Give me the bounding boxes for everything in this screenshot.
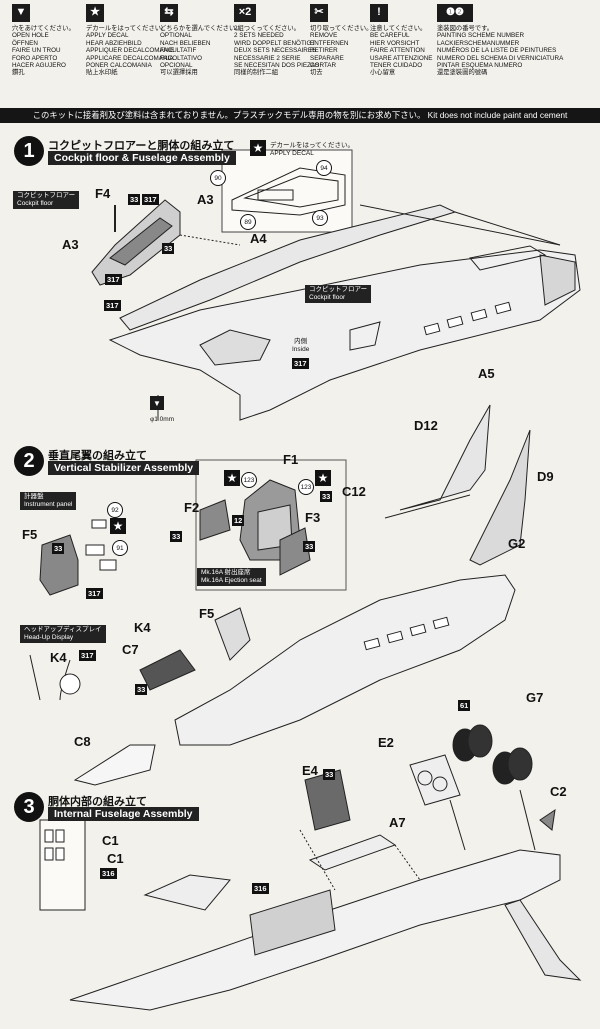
part-label-f4: F4 xyxy=(95,186,111,201)
decal-star-icon: ★ xyxy=(250,140,266,156)
paint-badge: 317 xyxy=(79,650,96,661)
instrument-panel-part xyxy=(39,534,79,596)
decal-number: 91 xyxy=(112,540,128,556)
ejection-seat-tag: Mk.16A 射出座席 Mk.16A Ejection seat xyxy=(197,568,266,586)
part-label-a5: A5 xyxy=(478,366,495,381)
step-title-jp: 胴体内部の組み立て xyxy=(48,796,147,808)
part-label-a4: A4 xyxy=(250,231,267,246)
drill-size: φ1.0mm xyxy=(150,416,175,423)
part-label-e4: E4 xyxy=(302,763,318,778)
symbol-legend: ▼ 穴をあけてください。 OPEN HOLE ÖFFNEN FAIRE UN T… xyxy=(0,0,600,108)
part-label-e2: E2 xyxy=(378,735,394,750)
part-label-f5: F5 xyxy=(199,606,215,621)
part-label-g2: G2 xyxy=(508,536,526,551)
caution-icon: ! xyxy=(370,4,388,22)
optional-icon: ⇆ xyxy=(160,4,178,22)
part-label-f5: F5 xyxy=(22,527,38,542)
step-number: 1 xyxy=(14,136,44,166)
step-title-en: Vertical Stabilizer Assembly xyxy=(48,461,200,475)
legend-be-careful: ! 注意してください。 BE CAREFUL HIER VORSICHT FAI… xyxy=(370,4,446,77)
part-label-a3: A3 xyxy=(197,192,214,207)
drill-hole-icon: ▼ xyxy=(150,396,164,410)
paint-badge: 33 xyxy=(128,194,141,205)
part-label-d12: D12 xyxy=(414,418,438,433)
part-label-c7: C7 xyxy=(122,642,139,657)
paint-badge: 33 xyxy=(303,541,316,552)
part-label-c2: C2 xyxy=(550,784,567,799)
step-title-en: Cockpit floor & Fuselage Assembly xyxy=(48,151,236,165)
paint-badge: 33 xyxy=(170,531,183,542)
legend-two-sets: ×2 2組つくってください。 2 SETS NEEDED WIRD DOPPEL… xyxy=(234,4,319,77)
paint-badge: 33 xyxy=(162,243,175,254)
decal-number: 123 xyxy=(241,472,257,488)
part-label-d9: D9 xyxy=(537,469,554,484)
vertical-stabilizer-d12 xyxy=(399,404,491,511)
decal-number: 94 xyxy=(316,160,332,176)
cockpit-floor-tag-2: コクピットフロアー Cockpit floor xyxy=(305,285,372,303)
paint-badge: 317 xyxy=(86,588,103,599)
legend-apply-decal: ★ デカールをはってください。 APPLY DECAL HEAR ABZIEHB… xyxy=(86,4,174,77)
decal-number: 89 xyxy=(240,214,256,230)
decal-star-icon: ★ xyxy=(110,518,126,534)
decal-star-icon: ★ xyxy=(86,4,104,22)
paint-badge: 33 xyxy=(320,491,333,502)
paint-badge: 61 xyxy=(458,700,471,711)
paint-badge: 317 xyxy=(292,358,309,369)
cut-remove-icon: ✂ xyxy=(310,4,328,22)
vertical-stabilizer-d9 xyxy=(469,429,531,566)
step-title-en: Internal Fuselage Assembly xyxy=(48,807,199,821)
decal-star-icon: ★ xyxy=(224,470,240,486)
step-title-jp: コクピットフロアーと胴体の組み立て xyxy=(48,140,235,152)
legend-paint-scheme: ❶❷ 塗装図の番号です。 PAINTING SCHEME NUMBER LACK… xyxy=(437,4,587,77)
part-label-k4: K4 xyxy=(134,620,151,635)
nose-cone-c8 xyxy=(73,744,156,786)
paint-badge: 33 xyxy=(135,684,148,695)
paint-scheme-icon: ❶❷ xyxy=(437,4,473,22)
part-label-c12: C12 xyxy=(342,484,366,499)
paint-badge: 317 xyxy=(142,194,159,205)
step-title-jp: 垂直尾翼の組み立て xyxy=(48,450,147,462)
paint-cement-notice: このキットに接着剤及び塗料は含まれておりません。プラスチックモデル専用の物を別に… xyxy=(0,108,600,123)
hud-tag: ヘッドアップディスプレイ Head-Up Display xyxy=(20,625,106,643)
legend-open-hole: ▼ 穴をあけてください。 OPEN HOLE ÖFFNEN FAIRE UN T… xyxy=(12,4,88,77)
instrument-panel-tag: 計器盤 Instrument panel xyxy=(20,492,77,510)
part-label-f3: F3 xyxy=(305,510,321,525)
paint-badge: 317 xyxy=(105,274,122,285)
part-label-k4: K4 xyxy=(50,650,67,665)
paint-badge: 33 xyxy=(323,769,336,780)
paint-badge: 316 xyxy=(100,868,117,879)
decal-number: 123 xyxy=(298,479,314,495)
part-label-f1: F1 xyxy=(283,452,299,467)
step-number: 2 xyxy=(14,446,44,476)
cockpit-floor-tag: コクピットフロアー Cockpit floor xyxy=(13,191,80,209)
part-label-c8: C8 xyxy=(74,734,91,749)
part-label-g7: G7 xyxy=(526,690,544,705)
decal-number: 92 xyxy=(107,502,123,518)
part-label-c1: C1 xyxy=(102,833,119,848)
fuselage-step2 xyxy=(174,574,516,746)
fuselage-lower-half-a5 xyxy=(108,249,581,421)
decal-number: 93 xyxy=(312,210,328,226)
inside-note: 内側 Inside xyxy=(292,338,310,353)
legend-remove: ✂ 切り取ってください。 REMOVE ENTFERNEN RETIRER SE… xyxy=(310,4,386,77)
paint-badge: 316 xyxy=(252,883,269,894)
drill-hole-icon: ▼ xyxy=(12,4,30,22)
part-label-a3: A3 xyxy=(62,237,79,252)
paint-badge: 317 xyxy=(104,300,121,311)
apply-decal-note: デカールをはってください。 APPLY DECAL xyxy=(270,142,354,157)
part-label-f2: F2 xyxy=(184,500,200,515)
paint-badge: 12 xyxy=(232,515,245,526)
times-two-icon: ×2 xyxy=(234,4,256,22)
paint-badge: 33 xyxy=(52,543,65,554)
decal-star-icon: ★ xyxy=(315,470,331,486)
part-label-a7: A7 xyxy=(389,815,406,830)
decal-number: 90 xyxy=(210,170,226,186)
engine-nozzle-parts xyxy=(452,724,533,785)
legend-optional: ⇆ どちらかを選んでください。 OPTIONAL NACH BELIEBEN F… xyxy=(160,4,242,77)
step-number: 3 xyxy=(14,792,44,822)
part-label-c1: C1 xyxy=(107,851,124,866)
